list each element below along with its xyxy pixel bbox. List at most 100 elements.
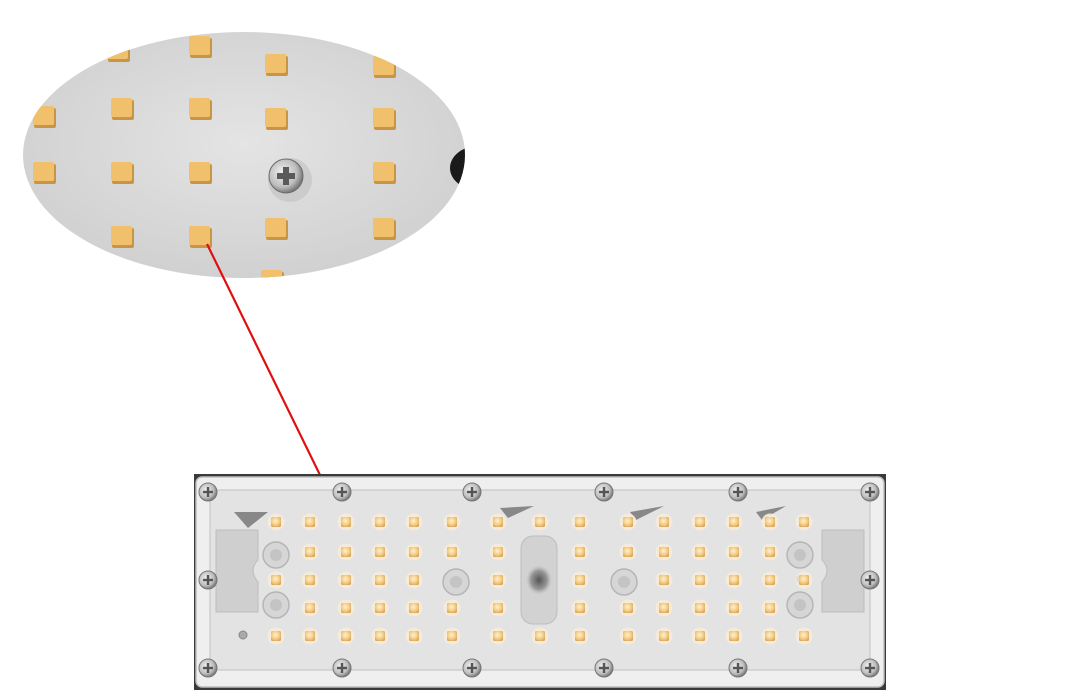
led-chip: [265, 108, 286, 127]
led-chip: [761, 599, 779, 617]
corner-marker: [500, 506, 534, 518]
led-chip: [691, 571, 709, 589]
led-chip: [267, 513, 285, 531]
phillips-screw-icon: [860, 570, 880, 590]
led-chip: [619, 513, 637, 531]
led-chip: [691, 543, 709, 561]
led-chip: [571, 571, 589, 589]
led-chip: [337, 513, 355, 531]
led-chip: [111, 98, 132, 117]
led-chip: [655, 513, 673, 531]
lens-dome: [610, 568, 638, 596]
led-chip: [189, 36, 210, 55]
led-chip: [301, 543, 319, 561]
led-chip: [189, 98, 210, 117]
led-chip: [691, 627, 709, 645]
led-chip: [571, 513, 589, 531]
phillips-screw-icon: [594, 482, 614, 502]
led-chip: [725, 513, 743, 531]
led-chip: [111, 226, 132, 245]
phillips-screw-icon: [728, 658, 748, 678]
phillips-screw-icon: [268, 158, 312, 202]
lens-dome: [786, 541, 814, 569]
led-chip: [795, 513, 813, 531]
corner-marker: [630, 506, 664, 520]
phillips-screw-icon: [462, 658, 482, 678]
led-chip: [531, 513, 549, 531]
led-chip: [189, 162, 210, 181]
led-chip: [373, 56, 394, 75]
led-chip: [371, 599, 389, 617]
led-chip: [373, 218, 394, 237]
led-chip: [489, 513, 507, 531]
led-chip: [489, 627, 507, 645]
led-chip: [691, 599, 709, 617]
led-chip: [337, 571, 355, 589]
phillips-screw-icon: [198, 658, 218, 678]
led-chip: [337, 543, 355, 561]
led-chip: [405, 513, 423, 531]
led-chip: [405, 599, 423, 617]
phillips-screw-icon: [860, 482, 880, 502]
led-chip: [301, 571, 319, 589]
led-chip: [371, 543, 389, 561]
led-chip: [619, 599, 637, 617]
led-chip: [373, 108, 394, 127]
led-chip: [405, 571, 423, 589]
led-chip: [725, 543, 743, 561]
edge-shadow: [450, 146, 465, 190]
led-chip: [267, 627, 285, 645]
lens-dome: [442, 568, 470, 596]
led-chip: [261, 270, 282, 278]
led-chip: [443, 627, 461, 645]
lens-dome: [262, 591, 290, 619]
led-chip: [337, 627, 355, 645]
led-chip: [189, 226, 210, 245]
led-chip: [301, 513, 319, 531]
phillips-screw-icon: [462, 482, 482, 502]
led-chip: [761, 513, 779, 531]
phillips-screw-icon: [198, 482, 218, 502]
led-chip: [655, 599, 673, 617]
led-chip: [265, 218, 286, 237]
lens-dome: [262, 541, 290, 569]
led-chip: [795, 627, 813, 645]
phillips-screw-icon: [594, 658, 614, 678]
lens-dome: [786, 591, 814, 619]
left-end-pad: [215, 529, 259, 613]
phillips-screw-icon: [198, 570, 218, 590]
led-chip: [265, 54, 286, 73]
led-chip: [301, 627, 319, 645]
led-chip: [571, 543, 589, 561]
led-chip: [489, 571, 507, 589]
led-module: [194, 474, 886, 690]
led-chip: [371, 513, 389, 531]
led-chip: [371, 627, 389, 645]
led-chip: [725, 571, 743, 589]
led-chip: [571, 627, 589, 645]
led-chip: [655, 627, 673, 645]
led-chip: [33, 162, 54, 181]
led-chip: [571, 599, 589, 617]
led-chip: [107, 40, 128, 59]
led-chip: [111, 162, 132, 181]
led-chip: [337, 599, 355, 617]
led-chip: [489, 599, 507, 617]
led-chip: [531, 627, 549, 645]
led-chip: [725, 627, 743, 645]
phillips-screw-icon: [860, 658, 880, 678]
led-chip: [619, 543, 637, 561]
corner-marker: [756, 506, 786, 520]
led-chip: [761, 571, 779, 589]
led-chip: [725, 599, 743, 617]
led-chip: [267, 571, 285, 589]
led-chip: [405, 627, 423, 645]
phillips-screw-icon: [728, 482, 748, 502]
led-chip: [489, 543, 507, 561]
led-chip: [301, 599, 319, 617]
corner-marker: [234, 512, 268, 528]
right-end-pad: [821, 529, 865, 613]
led-chip: [443, 513, 461, 531]
led-chip: [761, 627, 779, 645]
